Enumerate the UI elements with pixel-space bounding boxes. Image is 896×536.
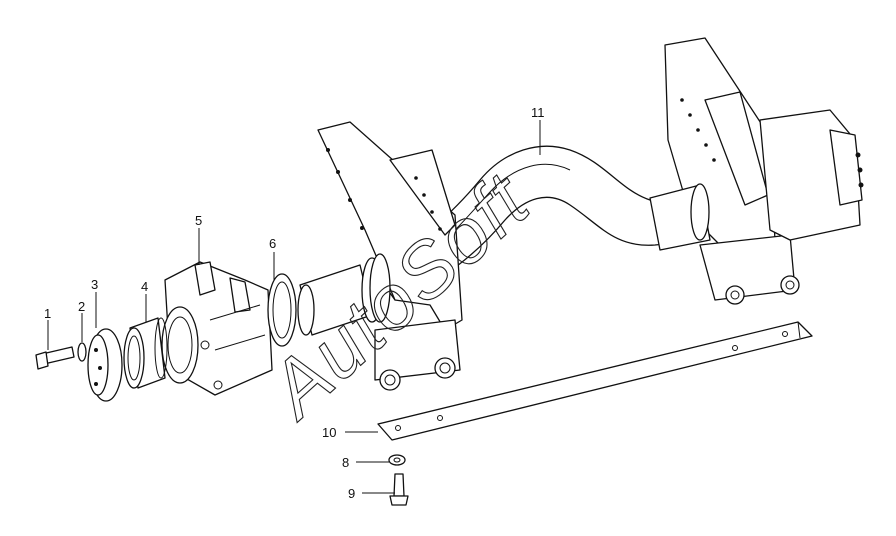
callout-3-label: 3: [91, 277, 98, 292]
washer-small: [77, 342, 87, 362]
callout-2-label: 2: [78, 299, 85, 314]
callout-3: 3: [91, 277, 98, 328]
callout-10: 10: [322, 425, 378, 440]
callout-10-label: 10: [322, 425, 336, 440]
axle-beam: [297, 37, 864, 391]
washer-plate: [388, 454, 406, 466]
bolt-vertical: [389, 473, 409, 506]
hub-flange: [87, 328, 123, 402]
callout-2: 2: [78, 299, 85, 342]
callout-4-label: 4: [141, 279, 148, 294]
wear-plate: [377, 321, 813, 441]
callout-5-label: 5: [195, 213, 202, 228]
callout-6-label: 6: [269, 236, 276, 251]
callout-11-label: 11: [531, 105, 545, 120]
callout-1-label: 1: [44, 306, 51, 321]
callout-9-label: 9: [348, 486, 355, 501]
callout-5: 5: [195, 213, 202, 265]
callout-8: 8: [342, 455, 390, 470]
callout-11: 11: [531, 105, 545, 155]
bolt: [35, 346, 75, 370]
callout-4: 4: [141, 279, 148, 322]
callout-9: 9: [348, 486, 395, 501]
gasket-ring: [267, 273, 297, 347]
seal-ring: [123, 317, 168, 389]
bracket-left: [161, 261, 273, 396]
callout-1: 1: [44, 306, 51, 350]
callout-8-label: 8: [342, 455, 349, 470]
callout-6: 6: [269, 236, 276, 280]
